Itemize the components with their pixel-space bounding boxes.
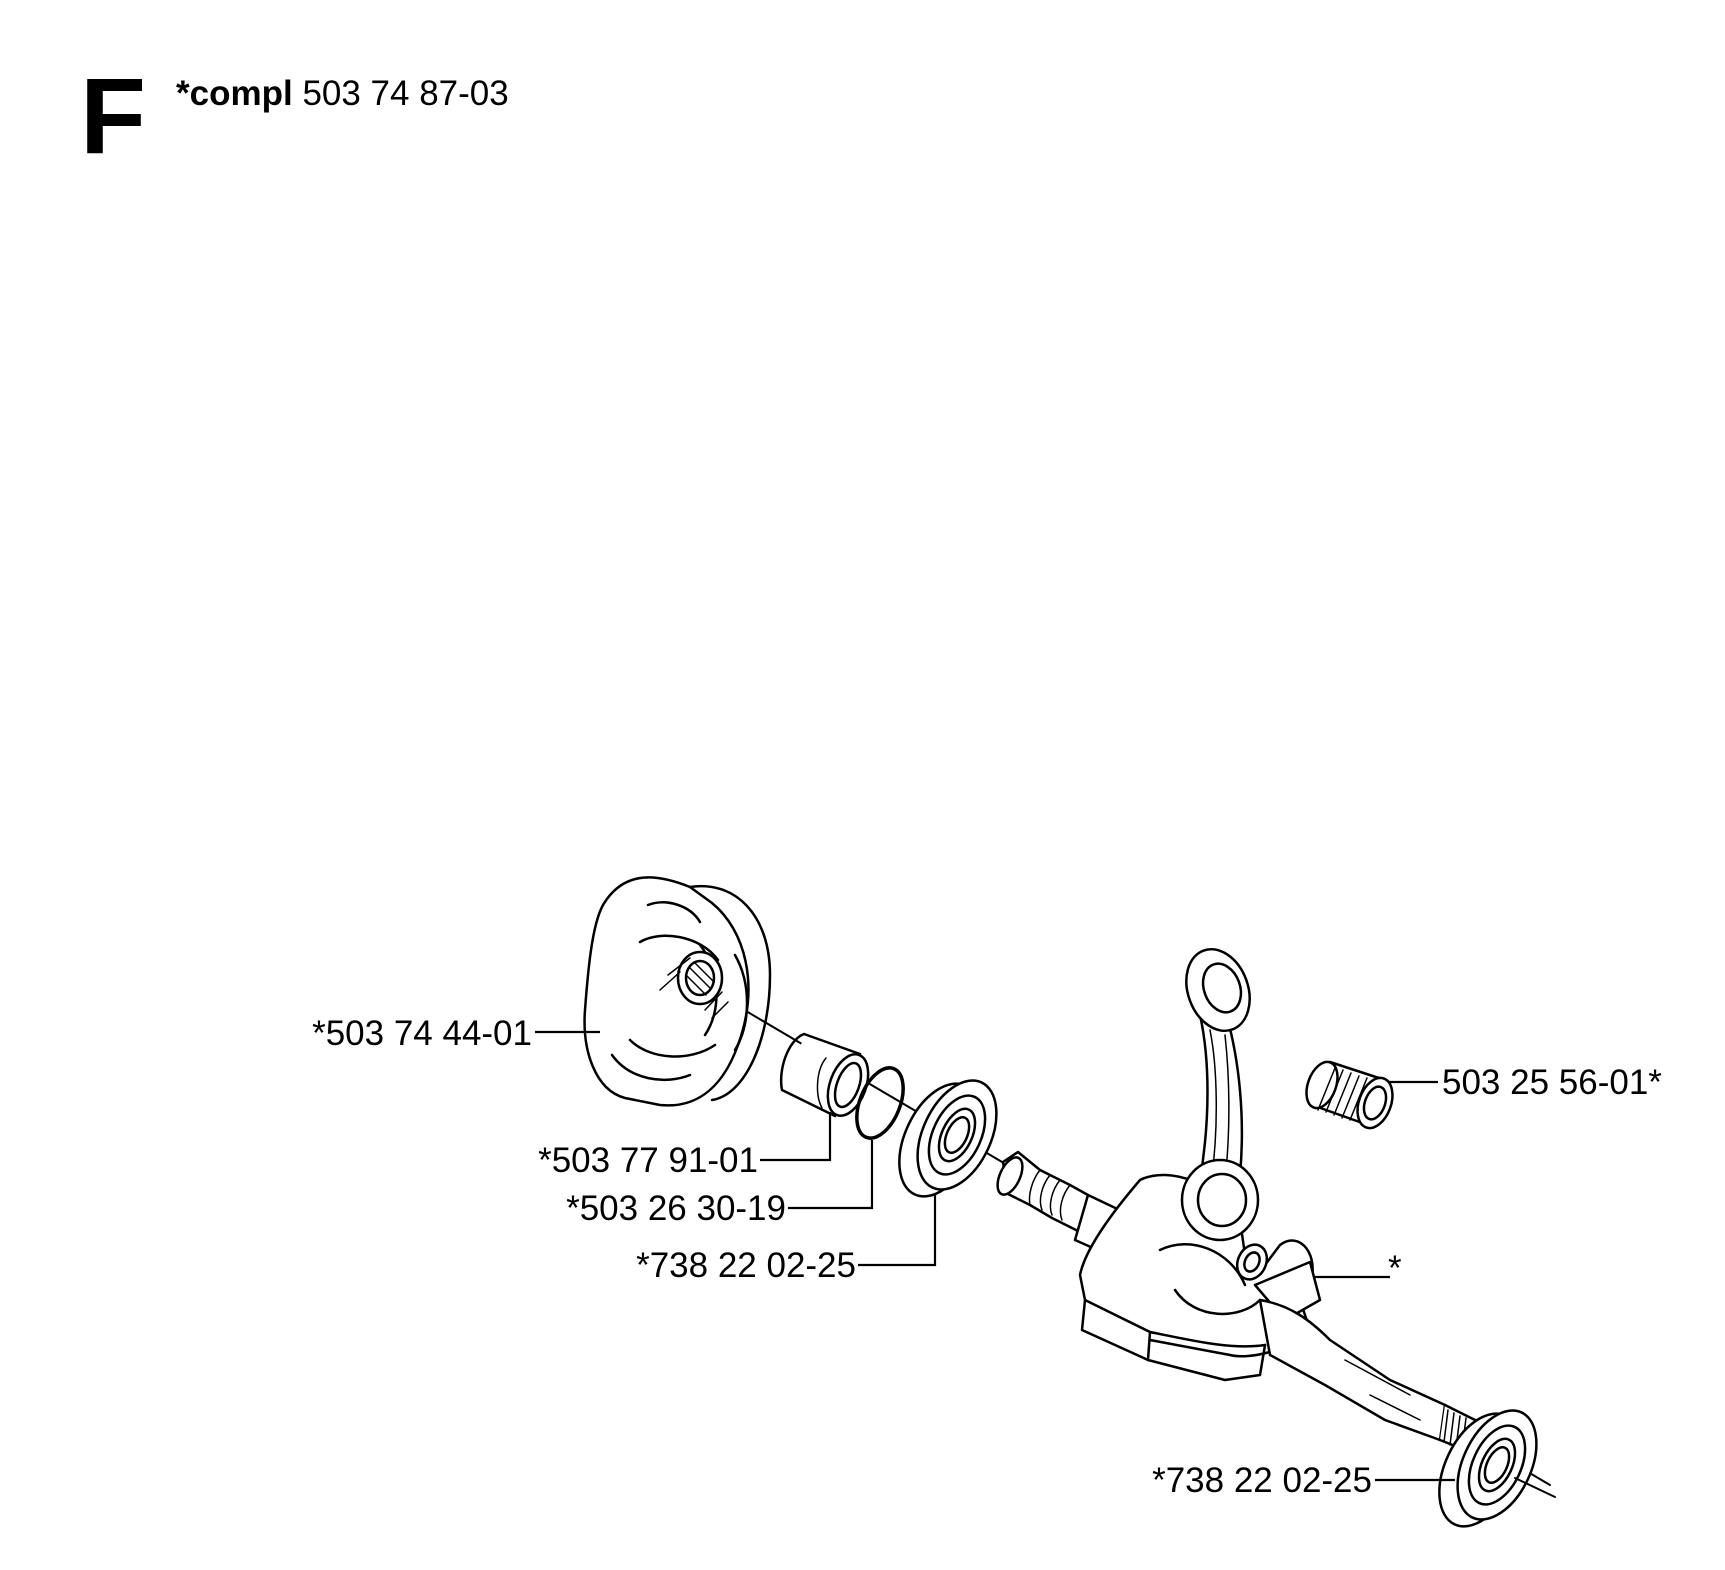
- leader-oring: [788, 1140, 874, 1210]
- leader-sleeve: [760, 1112, 832, 1162]
- part-label-clutch: *503 74 44-01: [312, 1014, 532, 1053]
- assembly-prefix: *compl: [176, 74, 293, 113]
- needle-bearing-drawing: [1305, 1060, 1394, 1130]
- part-label-bearing-left: *738 22 02-25: [636, 1246, 856, 1285]
- part-label-oring: *503 26 30-19: [566, 1189, 786, 1228]
- part-label-crankshaft: *: [1388, 1249, 1402, 1288]
- assembly-number: *compl 503 74 87-03: [176, 76, 509, 111]
- oring-drawing: [855, 1066, 905, 1140]
- crankshaft-shaft-right: [1258, 1298, 1492, 1460]
- bearing-right-drawing: [1438, 1409, 1538, 1528]
- part-label-sleeve: *503 77 91-01: [538, 1141, 758, 1180]
- sleeve-drawing: [779, 1032, 870, 1118]
- assembly-part-number: 503 74 87-03: [302, 74, 509, 113]
- crankshaft-drawing: [1078, 947, 1322, 1382]
- section-letter: F: [80, 55, 146, 176]
- leader-bearing-left: [858, 1195, 937, 1267]
- bearing-left-drawing: [898, 1079, 998, 1198]
- clutch-drawing: [583, 876, 772, 1107]
- part-label-bearing-right: *738 22 02-25: [1152, 1461, 1372, 1500]
- part-label-needle-bearing: 503 25 56-01*: [1442, 1063, 1662, 1102]
